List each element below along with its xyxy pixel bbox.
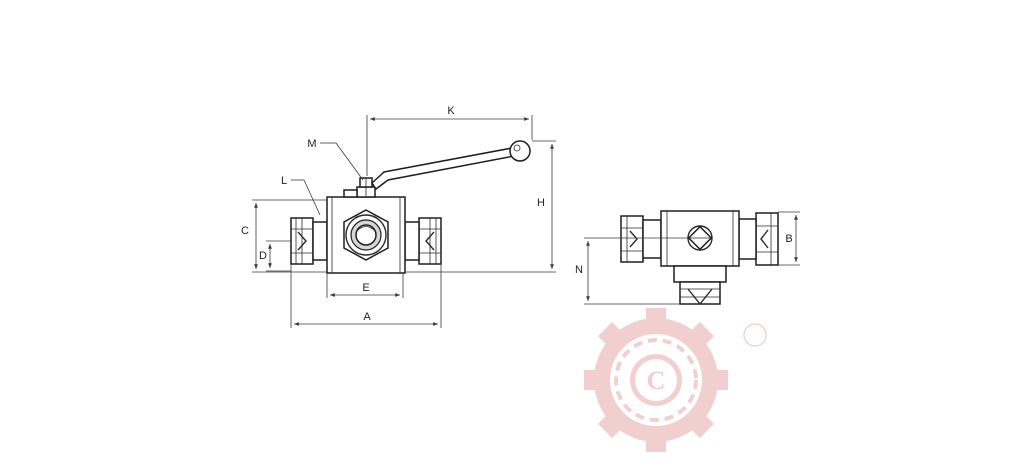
label-l: L [281, 175, 287, 187]
dimension-h: H [405, 140, 556, 273]
label-e: E [362, 282, 369, 294]
side-left-port [620, 215, 662, 263]
dimension-b: B [778, 211, 800, 266]
label-c: C [241, 225, 249, 237]
watermark-letter: C [647, 366, 666, 395]
dimension-a: A [290, 264, 442, 328]
watermark-logo: C [584, 308, 728, 452]
dimension-e: E [326, 273, 404, 298]
stem-nut [343, 177, 376, 198]
side-stem [687, 225, 713, 251]
small-circle-mark [743, 323, 767, 347]
hex-port [343, 209, 389, 261]
dimension-d: D [259, 240, 291, 272]
label-d: D [259, 250, 267, 262]
label-a: A [363, 311, 371, 323]
label-b: B [785, 233, 792, 245]
leader-m: M [307, 138, 364, 181]
label-m: M [307, 138, 316, 150]
side-right-port [738, 212, 779, 266]
right-port-fitting [404, 217, 442, 265]
left-port-fitting [290, 217, 328, 265]
side-view [620, 210, 779, 306]
dimension-k: K [366, 105, 533, 176]
lever-handle[interactable] [371, 140, 531, 191]
front-view [290, 140, 531, 274]
label-k: K [447, 105, 455, 117]
leader-l: L [281, 175, 321, 216]
label-n: N [575, 264, 583, 276]
dimension-c: C [241, 199, 327, 273]
side-bottom-port [673, 265, 727, 306]
label-h: H [537, 197, 545, 209]
dimension-n: N [575, 237, 688, 305]
